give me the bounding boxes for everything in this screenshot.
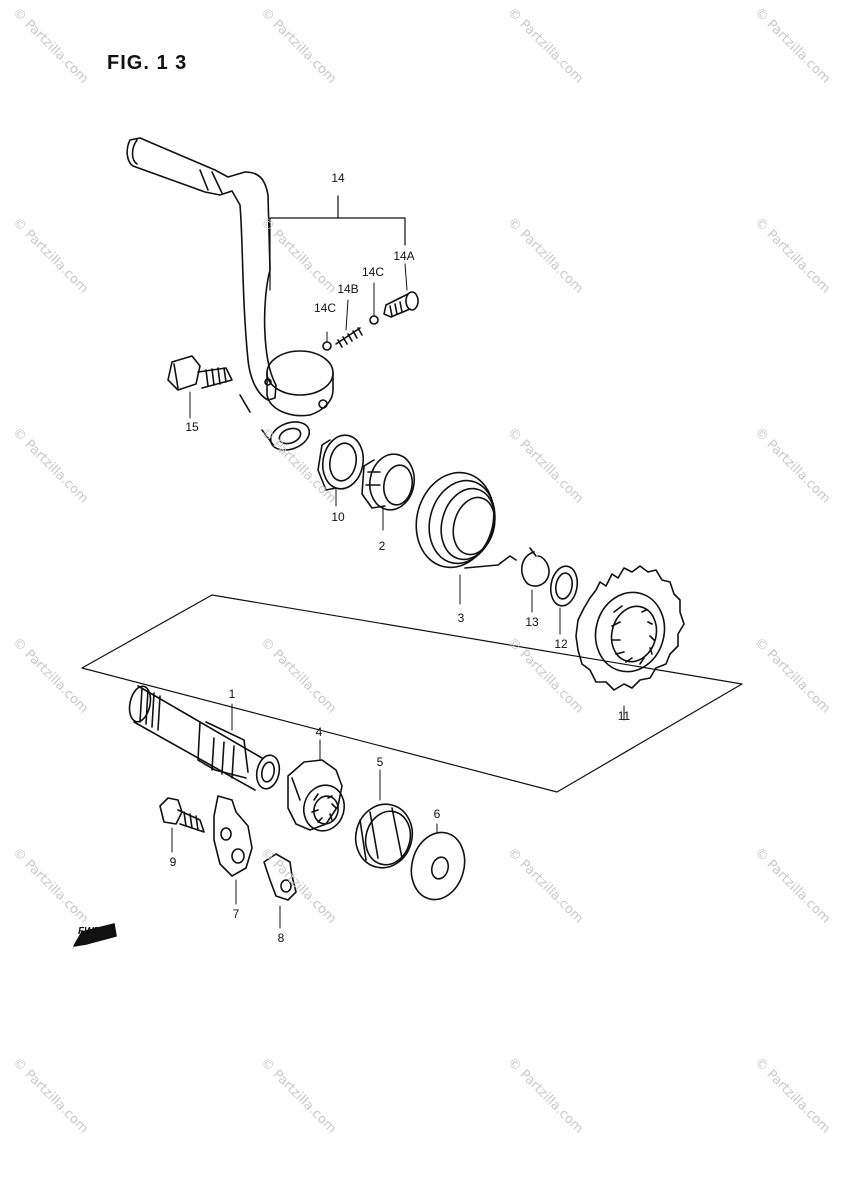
callout-3: 3 xyxy=(457,611,465,625)
kick-shaft-1[interactable] xyxy=(126,684,282,791)
washer-12[interactable] xyxy=(548,564,581,635)
callout-14: 14 xyxy=(331,171,345,185)
callout-7: 7 xyxy=(232,907,240,921)
callout-10: 10 xyxy=(331,510,345,524)
bolt-9[interactable] xyxy=(159,797,205,853)
callout-12: 12 xyxy=(554,637,568,651)
callout-15: 15 xyxy=(185,420,199,434)
leader-14a xyxy=(404,263,408,291)
callout-4: 4 xyxy=(315,725,323,739)
bolt-14a[interactable] xyxy=(383,291,419,318)
callout-1: 1 xyxy=(228,687,236,701)
washer-14c-right[interactable] xyxy=(369,315,379,325)
spring-5[interactable] xyxy=(349,769,420,874)
spring-14b[interactable] xyxy=(335,327,363,348)
callout-5: 5 xyxy=(376,755,384,769)
needle-bearing[interactable] xyxy=(261,417,313,455)
bolt-15[interactable] xyxy=(167,355,233,419)
callout-14a: 14A xyxy=(393,249,415,263)
washer-14c-left[interactable] xyxy=(322,341,332,351)
forward-label: FWD xyxy=(78,926,101,937)
kick-starter-lever[interactable] xyxy=(126,137,334,417)
callout-13: 13 xyxy=(525,615,539,629)
callout-8: 8 xyxy=(277,931,285,945)
callout-14c-left: 14C xyxy=(313,301,337,315)
stopper-plate-7[interactable] xyxy=(213,795,253,905)
callout-6: 6 xyxy=(433,807,441,821)
figure-title: FIG. 1 3 xyxy=(107,52,188,74)
guide-8[interactable] xyxy=(263,853,297,929)
assembly-outline xyxy=(81,594,743,793)
callout-14c-right: 14C xyxy=(361,265,385,279)
spring-guide-2[interactable] xyxy=(361,451,419,531)
callout-2: 2 xyxy=(378,539,386,553)
callout-9: 9 xyxy=(169,855,177,869)
kick-idle-gear-11[interactable] xyxy=(575,565,685,721)
forward-arrow-icon xyxy=(73,923,117,947)
washer-6[interactable] xyxy=(404,823,472,906)
kick-spring-3[interactable] xyxy=(406,464,517,605)
callout-11: 11 xyxy=(617,709,631,723)
oil-seal-10[interactable] xyxy=(317,432,367,507)
callout-14b: 14B xyxy=(337,282,359,296)
leader-14 xyxy=(269,195,406,291)
drive-gear-4[interactable] xyxy=(287,739,349,835)
leader-14b xyxy=(345,299,349,331)
circlip-13[interactable] xyxy=(521,547,550,613)
